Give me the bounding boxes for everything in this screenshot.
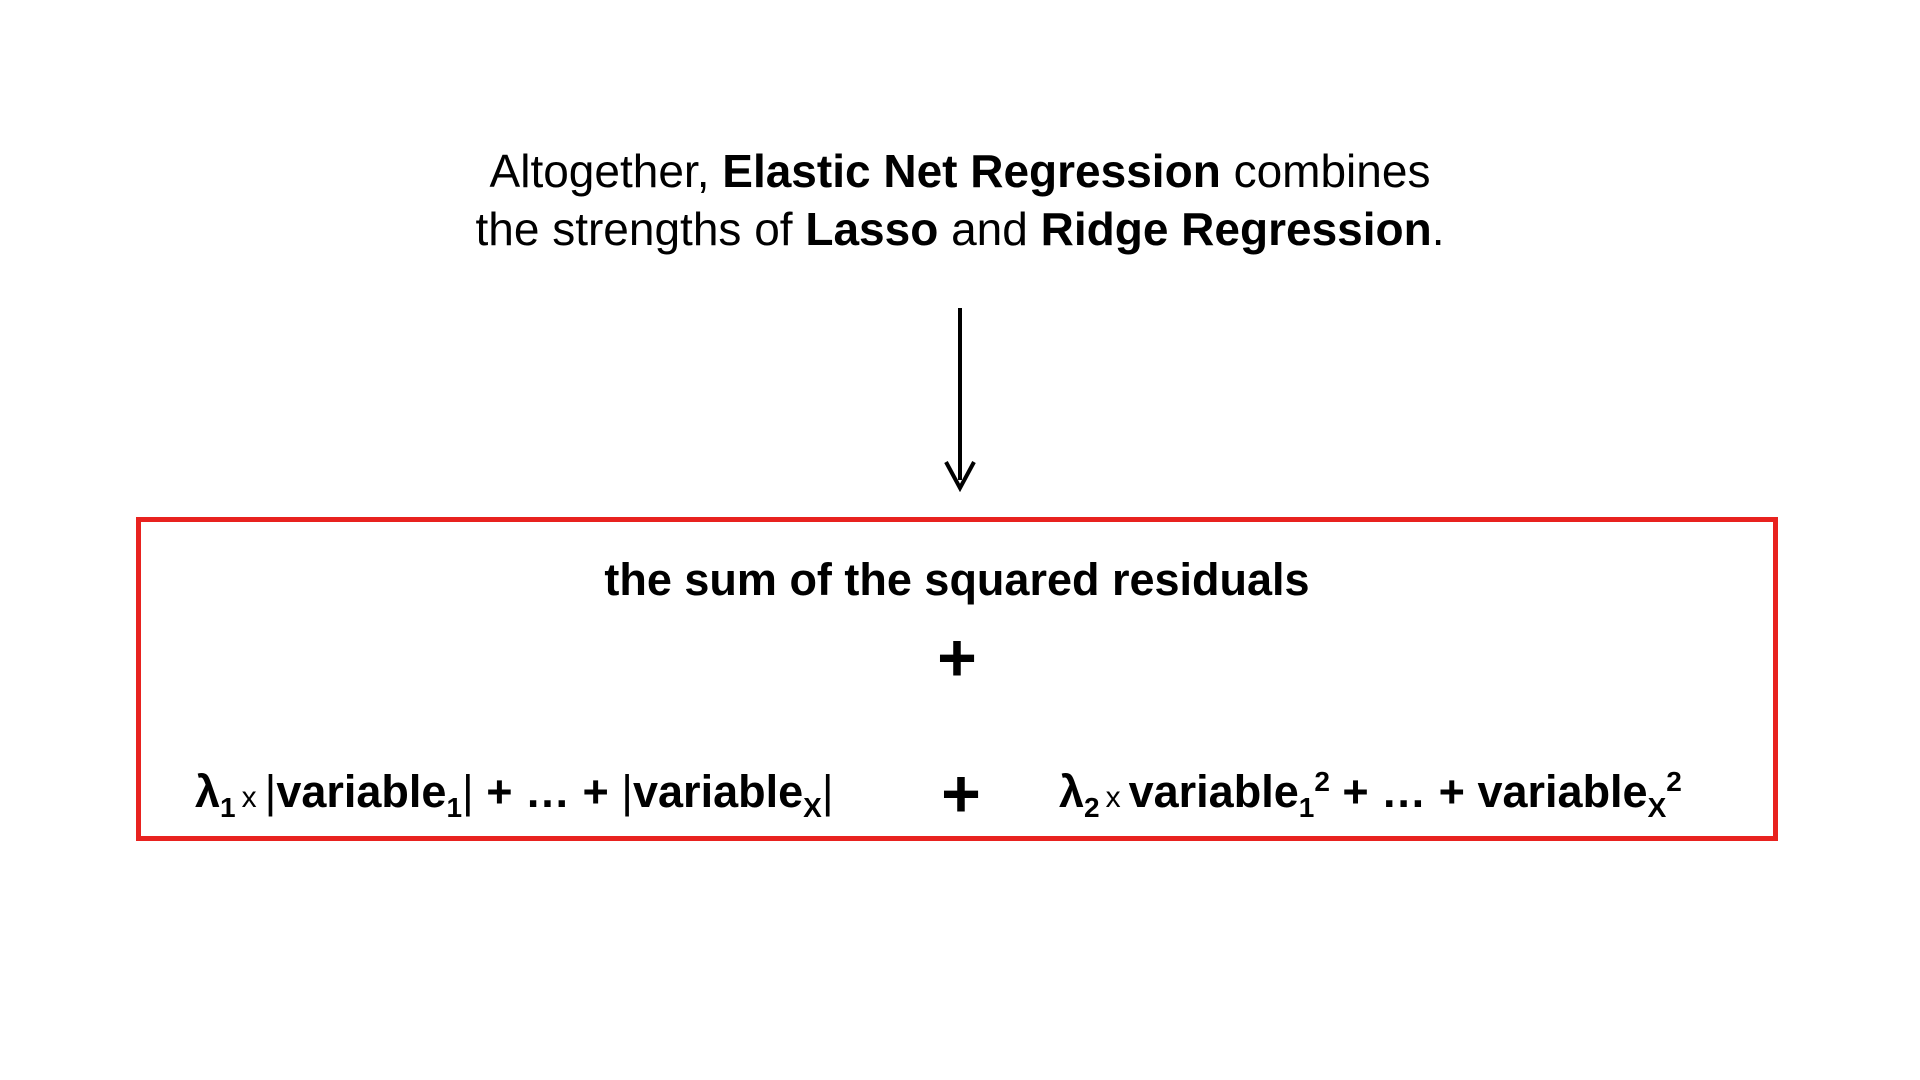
plus-sign: + (937, 620, 977, 696)
variable-subscript: 1 (1298, 792, 1315, 823)
abs-bar: | (821, 766, 834, 817)
headline-text: . (1431, 203, 1445, 255)
variable-superscript: 2 (1314, 766, 1330, 797)
variable-subscript: 1 (446, 792, 463, 823)
headline-text: and (938, 203, 1041, 255)
ellipsis-term: + … + (1329, 766, 1478, 817)
abs-bar: | (462, 766, 474, 817)
sum-of-squared-residuals: the sum of the squared residuals (604, 554, 1310, 605)
down-arrow-icon (944, 308, 976, 492)
headline-text: Altogether, (489, 145, 723, 197)
variable-superscript: 2 (1666, 766, 1682, 797)
variable-subscript: X (803, 792, 822, 823)
headline-bold-elastic-net: Elastic Net Regression (722, 145, 1221, 197)
ellipsis-term: + … + (473, 766, 622, 817)
headline-bold-lasso: Lasso (805, 203, 939, 255)
lambda-symbol: λ (1059, 766, 1085, 817)
lambda-subscript: 2 (1084, 792, 1100, 823)
times-symbol: x (241, 781, 257, 814)
variable-term: variable (1128, 766, 1299, 817)
headline-line-2: the strengths of Lasso and Ridge Regress… (0, 200, 1920, 258)
middle-plus-sign: + (941, 756, 981, 832)
variable-term: variable (1477, 766, 1648, 817)
lambda-symbol: λ (195, 766, 221, 817)
headline-text: the strengths of (475, 203, 806, 255)
variable-term: variable (276, 766, 447, 817)
variable-subscript: X (1647, 792, 1667, 823)
times-symbol: x (1105, 781, 1121, 814)
variable-term: variable (633, 766, 804, 817)
lambda-subscript: 1 (220, 792, 236, 823)
abs-bar: | (264, 766, 277, 817)
abs-bar: | (621, 766, 633, 817)
headline-text: combines (1220, 145, 1431, 197)
headline-bold-ridge: Ridge Regression (1040, 203, 1432, 255)
headline-line-1: Altogether, Elastic Net Regression combi… (0, 142, 1920, 200)
headline: Altogether, Elastic Net Regression combi… (0, 142, 1920, 258)
